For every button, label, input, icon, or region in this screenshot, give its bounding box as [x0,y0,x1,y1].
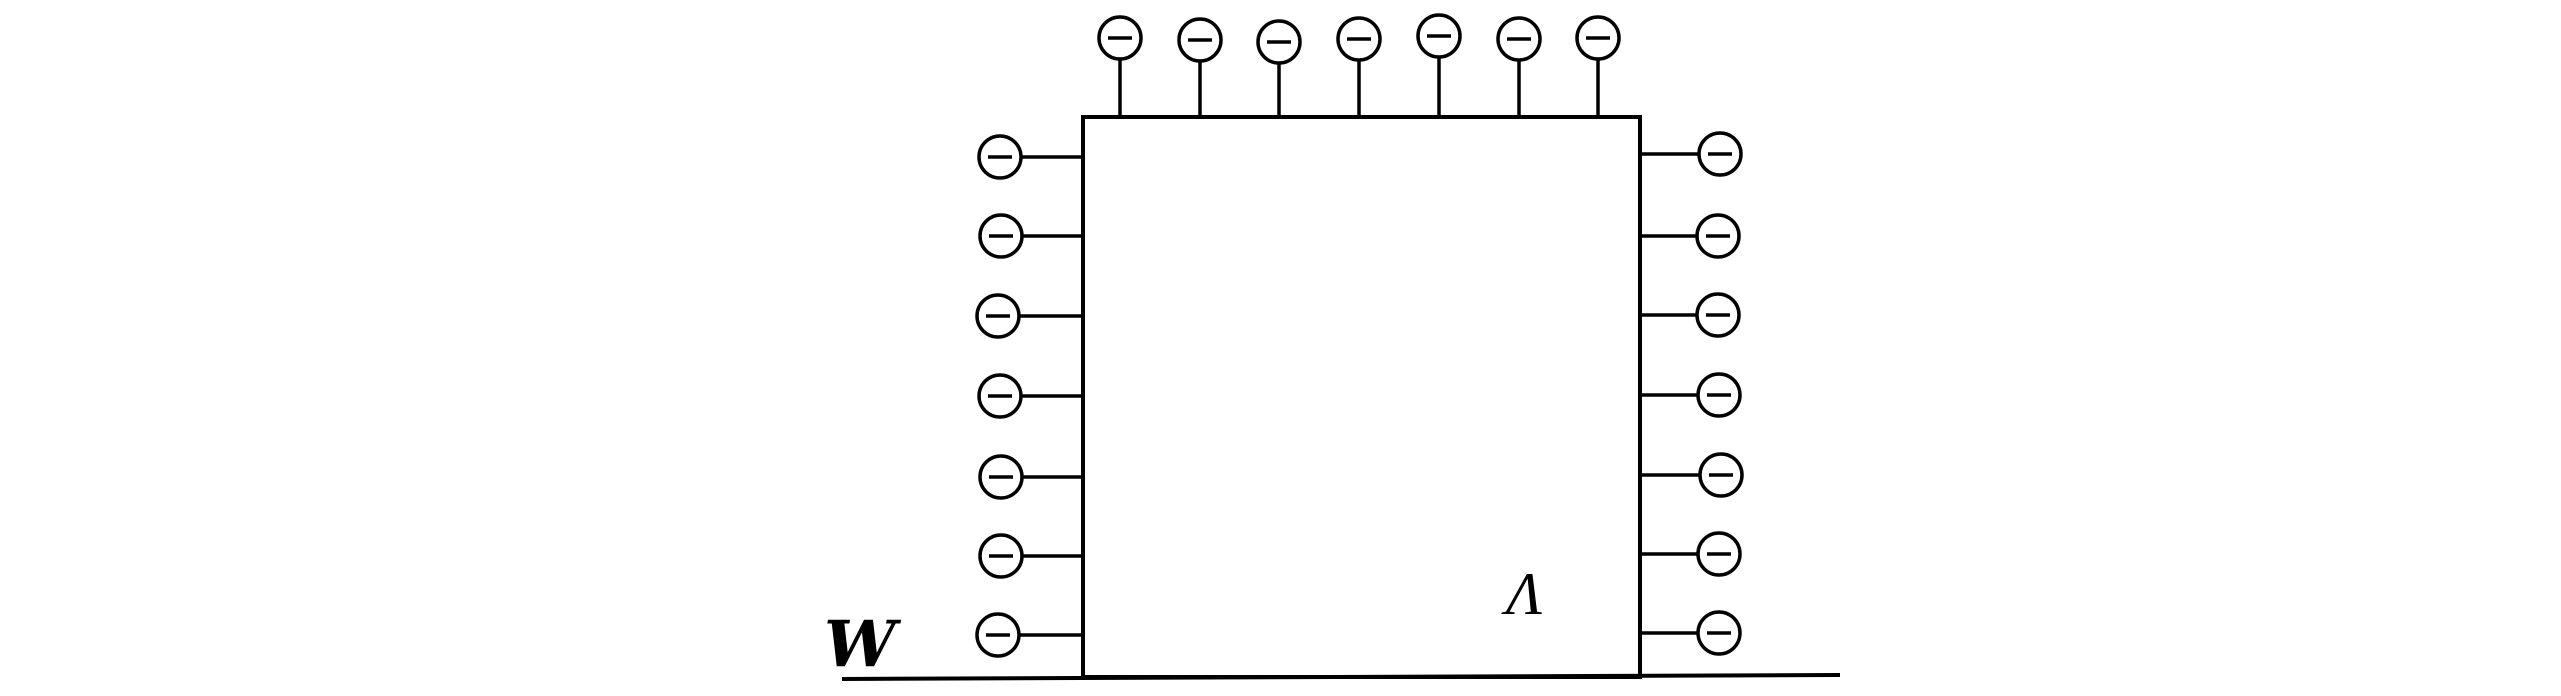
negative-charge-top-1 [1097,15,1143,117]
negative-charge-top-4 [1336,16,1382,117]
negative-charge-left-3 [975,293,1083,339]
negative-charge-top-5 [1416,13,1462,117]
negative-charge-right-5 [1640,452,1744,498]
negative-charge-right-2 [1640,213,1741,259]
negative-charge-left-7 [975,612,1083,658]
negative-charge-right-1 [1640,131,1743,177]
label-lambda: Λ [1501,561,1542,627]
negative-charge-right-4 [1640,372,1742,418]
negative-charge-left-5 [978,454,1083,500]
label-w: W [824,607,902,682]
lambda-region-box [1081,115,1642,679]
negative-charge-left-6 [978,533,1083,579]
negative-charge-left-2 [978,213,1083,259]
negative-charge-right-7 [1640,610,1742,656]
negative-charge-left-4 [977,373,1083,419]
negative-charges-group [975,13,1744,658]
negative-charge-right-6 [1640,531,1742,577]
negative-charge-top-7 [1575,15,1621,117]
ground-line-w [841,673,1841,681]
negative-charge-top-2 [1177,17,1223,117]
negative-charge-right-3 [1640,292,1741,338]
negative-charge-left-1 [977,134,1083,180]
negative-charge-top-6 [1496,16,1542,117]
negative-charge-top-3 [1256,19,1302,117]
